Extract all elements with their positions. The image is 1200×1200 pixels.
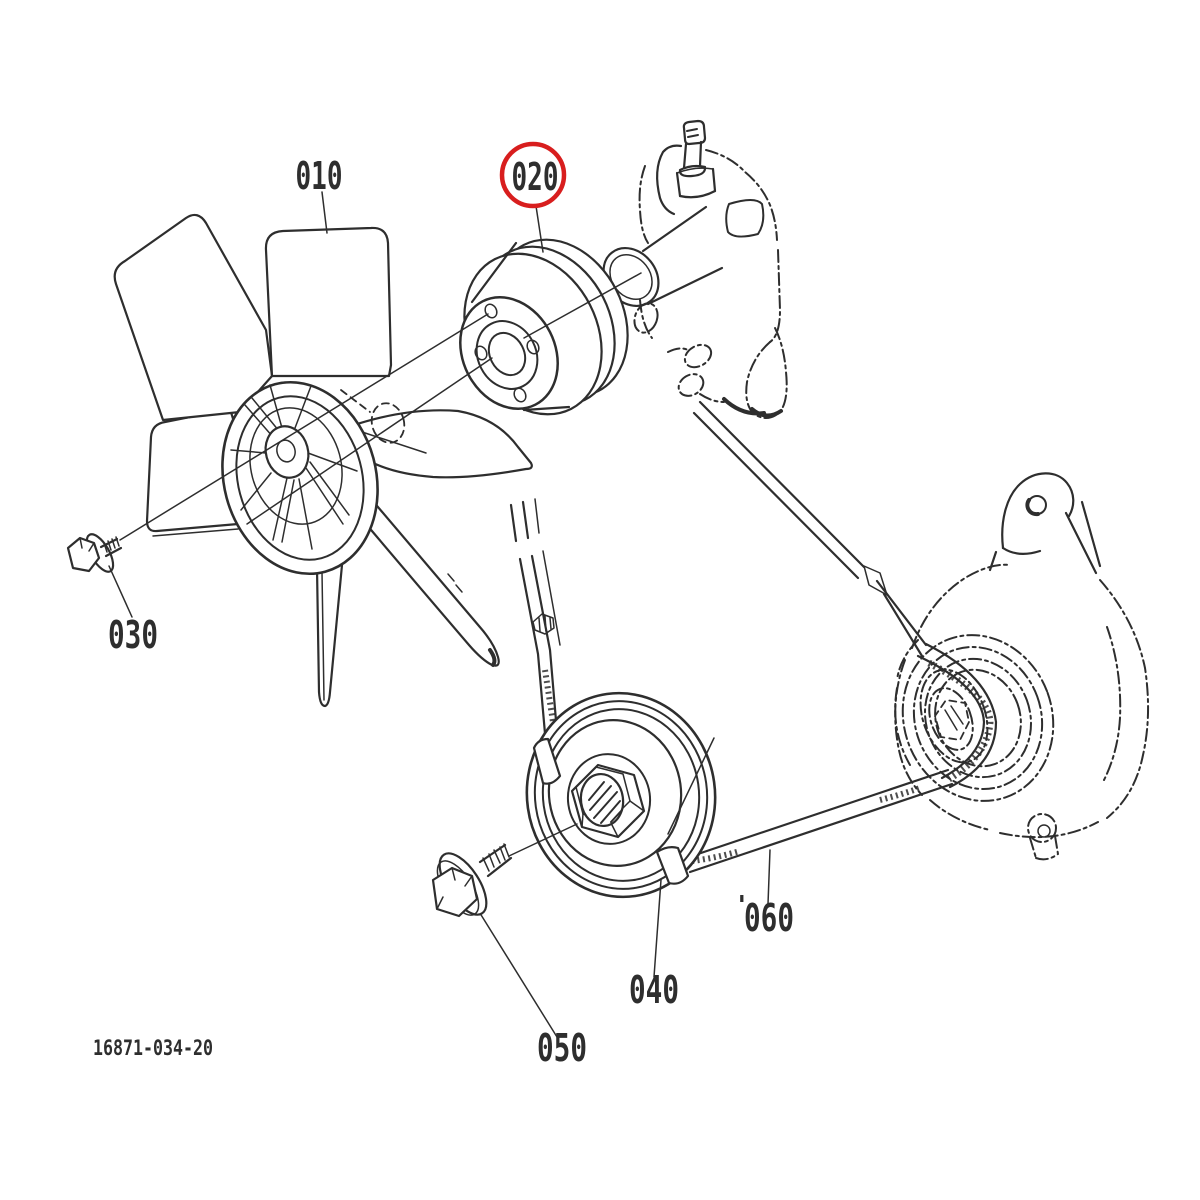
fan-bolt-illustration xyxy=(66,533,123,573)
alternator-illustration xyxy=(894,472,1150,861)
callout-leader-010 xyxy=(321,191,328,234)
tick-mark: ' xyxy=(734,891,750,921)
shaft-bore-hatching xyxy=(588,781,623,824)
callout-leader-060 xyxy=(767,849,771,905)
callout-leader-030 xyxy=(108,565,133,618)
drawing-number: 16871-034-20 xyxy=(93,1036,213,1060)
highlight-circle xyxy=(499,141,567,209)
callout-label-030: 030 xyxy=(108,613,158,657)
fan-pulley-illustration xyxy=(459,238,629,416)
callout-leader-040 xyxy=(653,879,662,978)
bolt-axis-line xyxy=(119,313,489,541)
fan-illustration xyxy=(113,213,533,708)
water-pump-illustration xyxy=(602,119,788,419)
bolt-threads xyxy=(482,843,510,872)
hub-axis-line xyxy=(246,357,493,525)
callout-label-020: 020 xyxy=(512,155,559,199)
shaft-axis-line xyxy=(523,272,642,339)
callout-leader-050 xyxy=(477,909,558,1038)
crank-bolt-illustration xyxy=(431,823,578,918)
callout-label-050: 050 xyxy=(537,1026,587,1070)
callout-leader-020 xyxy=(535,205,544,253)
leader-lines xyxy=(108,191,771,978)
fan-hub-spokes xyxy=(230,384,358,550)
alternator-bracket xyxy=(988,472,1102,575)
callout-label-040: 040 xyxy=(629,968,679,1012)
crank-pulley-illustration xyxy=(525,691,717,899)
callout-label-060: 060 xyxy=(744,896,794,940)
callout-label-010: 010 xyxy=(296,154,343,198)
belt-illustration xyxy=(509,400,954,874)
bolt-threads xyxy=(103,536,120,553)
callout-labels: 010 020 030 040 050 060 ' xyxy=(108,141,794,1070)
